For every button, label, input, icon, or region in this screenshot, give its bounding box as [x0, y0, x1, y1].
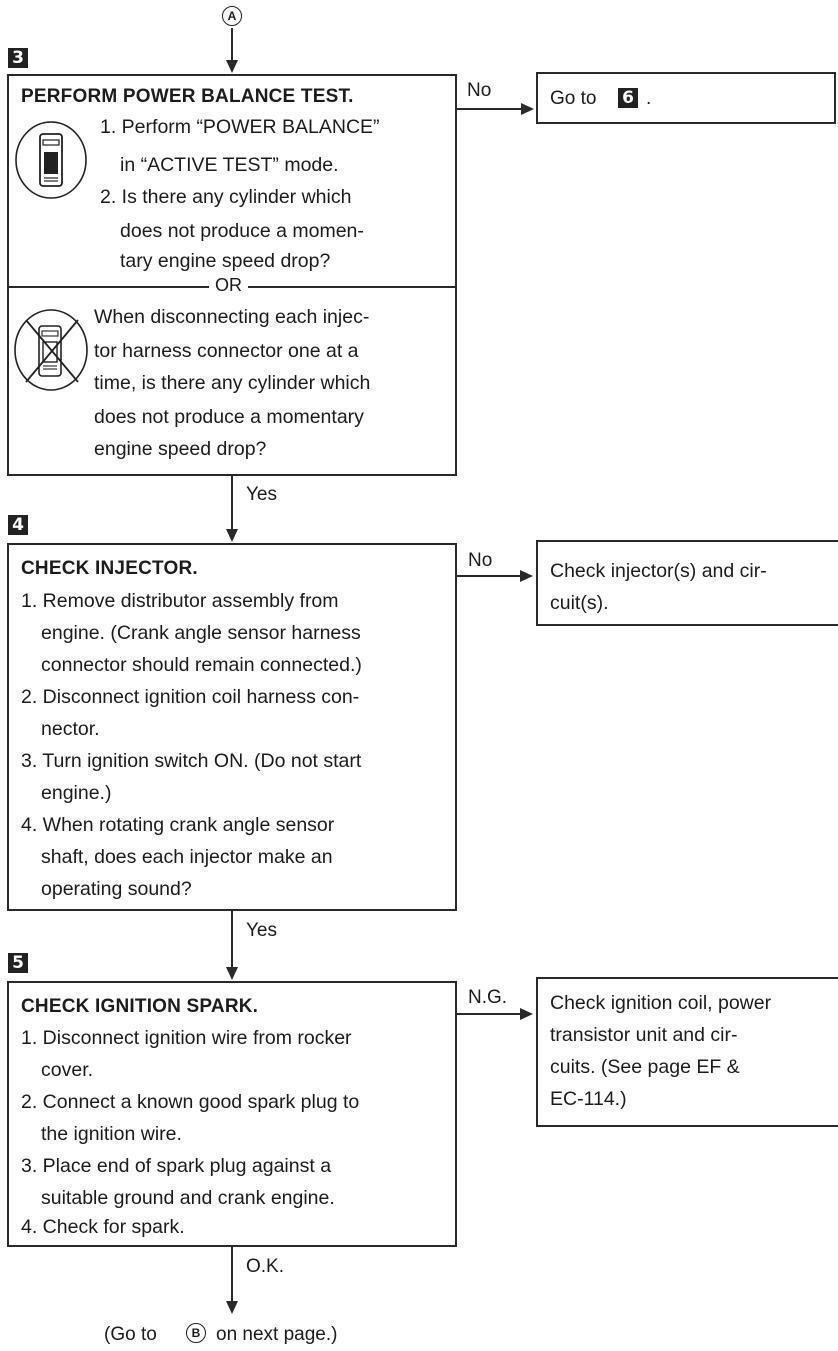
- step4-yes-arrow: [226, 967, 238, 980]
- step3-yes-arrow: [226, 529, 238, 542]
- footer-suffix: on next page.): [216, 1324, 338, 1345]
- step3-title: PERFORM POWER BALANCE TEST.: [21, 86, 354, 107]
- step3-no-label: No: [467, 80, 492, 101]
- step3-box: PERFORM POWER BALANCE TEST. 1. Perform “…: [7, 74, 457, 476]
- step4-line-5: nector.: [41, 718, 100, 740]
- step3-alt-line-3: time, is there any cylinder which: [94, 372, 371, 394]
- step4-no-target-line-1: Check injector(s) and cir-: [550, 560, 767, 582]
- step5-line-4: the ignition wire.: [41, 1123, 182, 1145]
- step4-line-2: engine. (Crank angle sensor harness: [41, 622, 361, 644]
- step4-title: CHECK INJECTOR.: [21, 558, 198, 579]
- step4-line-7: engine.): [41, 782, 112, 804]
- step3-line-5: tary engine speed drop?: [120, 250, 331, 272]
- step4-box: CHECK INJECTOR. 1. Remove distributor as…: [7, 543, 457, 911]
- no-consult-tester-icon: [11, 306, 91, 399]
- go-to-text: Go to: [550, 88, 597, 109]
- or-label: OR: [209, 276, 248, 294]
- step5-line-2: cover.: [41, 1059, 94, 1081]
- step5-ng-target-box: Check ignition coil, power transistor un…: [536, 977, 838, 1127]
- step-number-5: 5: [8, 953, 28, 973]
- step3-alt-line-4: does not produce a momentary: [94, 406, 364, 428]
- step5-ok-arrow: [226, 1301, 238, 1314]
- step3-alt-line-1: When disconnecting each injec-: [94, 306, 370, 328]
- step-number-4: 4: [8, 515, 28, 535]
- step4-line-9: shaft, does each injector make an: [41, 846, 333, 868]
- step3-line-1: 1. Perform “POWER BALANCE”: [100, 116, 380, 138]
- step-number-6: 6: [618, 88, 638, 108]
- step4-no-arrow: [520, 570, 533, 582]
- step3-line-4: does not produce a momen-: [120, 220, 364, 242]
- step3-yes-line: [231, 476, 233, 530]
- step5-ng-arrow: [520, 1008, 533, 1020]
- step5-box: CHECK IGNITION SPARK. 1. Disconnect igni…: [7, 981, 457, 1247]
- step5-ng-label: N.G.: [468, 987, 508, 1008]
- step4-line-3: connector should remain connected.): [41, 654, 362, 676]
- step3-line-3: 2. Is there any cylinder which: [100, 186, 352, 208]
- step5-line-7: 4. Check for spark.: [21, 1216, 185, 1238]
- step3-no-line: [457, 108, 523, 110]
- step4-line-10: operating sound?: [41, 878, 192, 900]
- step4-no-target-box: Check injector(s) and cir- cuit(s).: [536, 540, 838, 626]
- step3-alt-line-5: engine speed drop?: [94, 438, 267, 460]
- flow-line-top: [231, 28, 233, 62]
- consult-tester-icon: [13, 118, 93, 207]
- step-number-3: 3: [8, 48, 28, 68]
- step4-line-6: 3. Turn ignition switch ON. (Do not star…: [21, 750, 362, 772]
- step4-yes-label: Yes: [246, 920, 277, 941]
- step3-yes-label: Yes: [246, 484, 277, 505]
- connector-b-marker: B: [186, 1323, 206, 1343]
- step3-no-target-box: Go to 6 .: [536, 72, 836, 124]
- step4-no-line: [457, 575, 522, 577]
- step5-ng-target-line-2: transistor unit and cir-: [550, 1024, 738, 1046]
- go-to-period: .: [646, 88, 652, 109]
- connector-a-marker: A: [222, 6, 242, 26]
- step5-title: CHECK IGNITION SPARK.: [21, 996, 259, 1017]
- flow-arrow-top: [226, 60, 238, 73]
- step5-ng-target-line-4: EC-114.): [550, 1088, 627, 1110]
- step3-alt-line-2: tor harness connector one at a: [94, 340, 359, 362]
- step5-line-5: 3. Place end of spark plug against a: [21, 1155, 332, 1177]
- step5-line-6: suitable ground and crank engine.: [41, 1187, 335, 1209]
- step5-line-1: 1. Disconnect ignition wire from rocker: [21, 1027, 352, 1049]
- step4-no-label: No: [468, 550, 493, 571]
- step4-line-1: 1. Remove distributor assembly from: [21, 590, 339, 612]
- step4-line-4: 2. Disconnect ignition coil harness con-: [21, 686, 360, 708]
- step4-line-8: 4. When rotating crank angle sensor: [21, 814, 335, 836]
- step4-no-target-line-2: cuit(s).: [550, 592, 609, 614]
- step5-ng-line: [457, 1013, 522, 1015]
- step5-ng-target-line-1: Check ignition coil, power: [550, 992, 772, 1014]
- step5-line-3: 2. Connect a known good spark plug to: [21, 1091, 360, 1113]
- step5-ok-line: [231, 1247, 233, 1303]
- step3-no-arrow: [521, 103, 534, 115]
- step4-yes-line: [231, 911, 233, 969]
- footer-prefix: (Go to: [104, 1324, 157, 1345]
- step3-line-2: in “ACTIVE TEST” mode.: [120, 154, 339, 176]
- step5-ng-target-line-3: cuits. (See page EF &: [550, 1056, 740, 1078]
- step5-ok-label: O.K.: [246, 1256, 285, 1277]
